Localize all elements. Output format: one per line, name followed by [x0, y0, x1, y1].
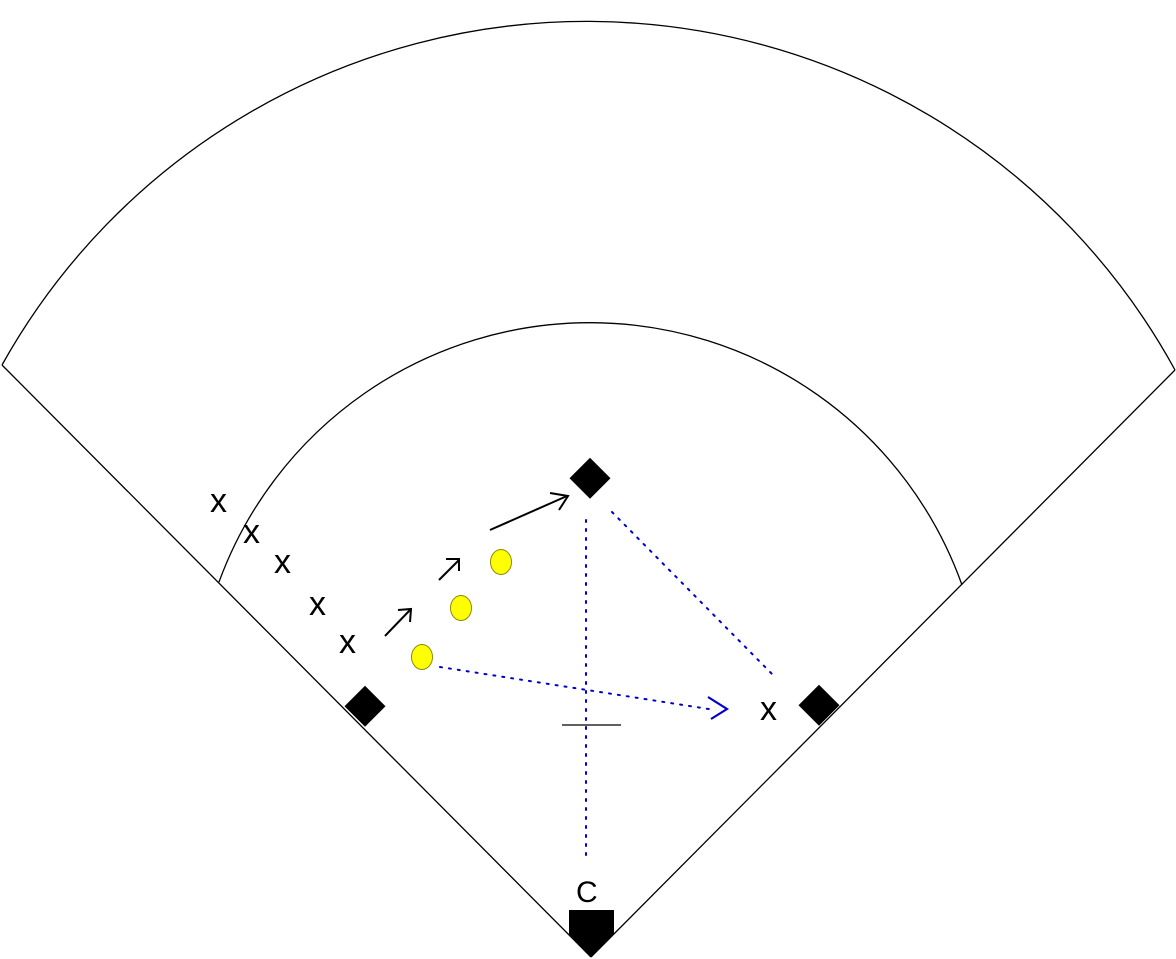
throw-path-second-to-first: [611, 511, 774, 676]
first-base: [798, 684, 840, 726]
ball-2: [450, 595, 472, 621]
throw-arrowhead-icon: [707, 696, 730, 720]
fielder-x-2: x: [243, 513, 260, 551]
outfield-fence: [1, 20, 1176, 371]
fielder-x-3: x: [274, 543, 291, 581]
arrowhead-icon: [446, 558, 460, 571]
arrowhead-icon: [397, 607, 413, 623]
right-foul-line: [590, 369, 1176, 958]
ball-3: [490, 549, 512, 575]
fielder-x-1: x: [210, 482, 227, 520]
home-plate: [569, 910, 614, 957]
throw-path-ball-to-first: [439, 666, 716, 711]
third-base: [344, 685, 386, 727]
fielder-x-5: x: [339, 623, 356, 661]
catcher-label: C: [576, 876, 598, 909]
arrowhead-icon: [549, 492, 570, 511]
left-foul-line: [1, 364, 592, 958]
run-arrow-3: [489, 492, 570, 531]
infield-arc: [218, 322, 963, 586]
second-base: [569, 457, 611, 499]
first-baseman-x: x: [760, 690, 777, 728]
run-arrow-1: [384, 607, 413, 637]
ball-1: [411, 644, 433, 670]
fielder-x-4: x: [309, 585, 326, 623]
run-arrow-2: [438, 558, 460, 581]
